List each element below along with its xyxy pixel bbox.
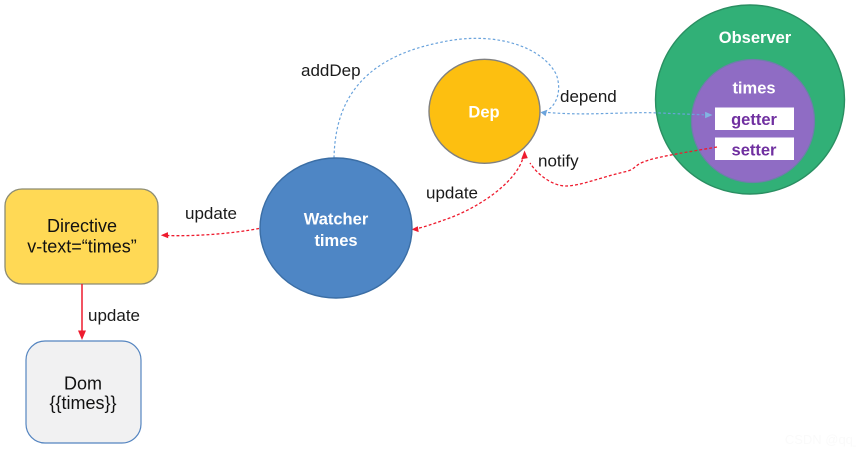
svg-text:Directive: Directive: [47, 216, 117, 236]
svg-text:Dom: Dom: [64, 374, 102, 394]
svg-text:v-text=“times”: v-text=“times”: [27, 237, 137, 257]
svg-text:update: update: [88, 306, 140, 325]
svg-text:update: update: [426, 184, 478, 203]
svg-text:Dep: Dep: [468, 104, 499, 122]
svg-text:times: times: [314, 232, 357, 250]
svg-text:times: times: [732, 80, 775, 98]
svg-text:getter: getter: [731, 111, 777, 129]
svg-text:notify: notify: [538, 152, 579, 171]
svg-text:setter: setter: [732, 142, 778, 160]
svg-text:Observer: Observer: [719, 29, 792, 47]
svg-text:Watcher: Watcher: [304, 211, 369, 229]
svg-text:update: update: [185, 204, 237, 223]
svg-text:{{times}}: {{times}}: [49, 393, 116, 413]
svg-text:addDep: addDep: [301, 61, 361, 80]
svg-text:depend: depend: [560, 87, 617, 106]
